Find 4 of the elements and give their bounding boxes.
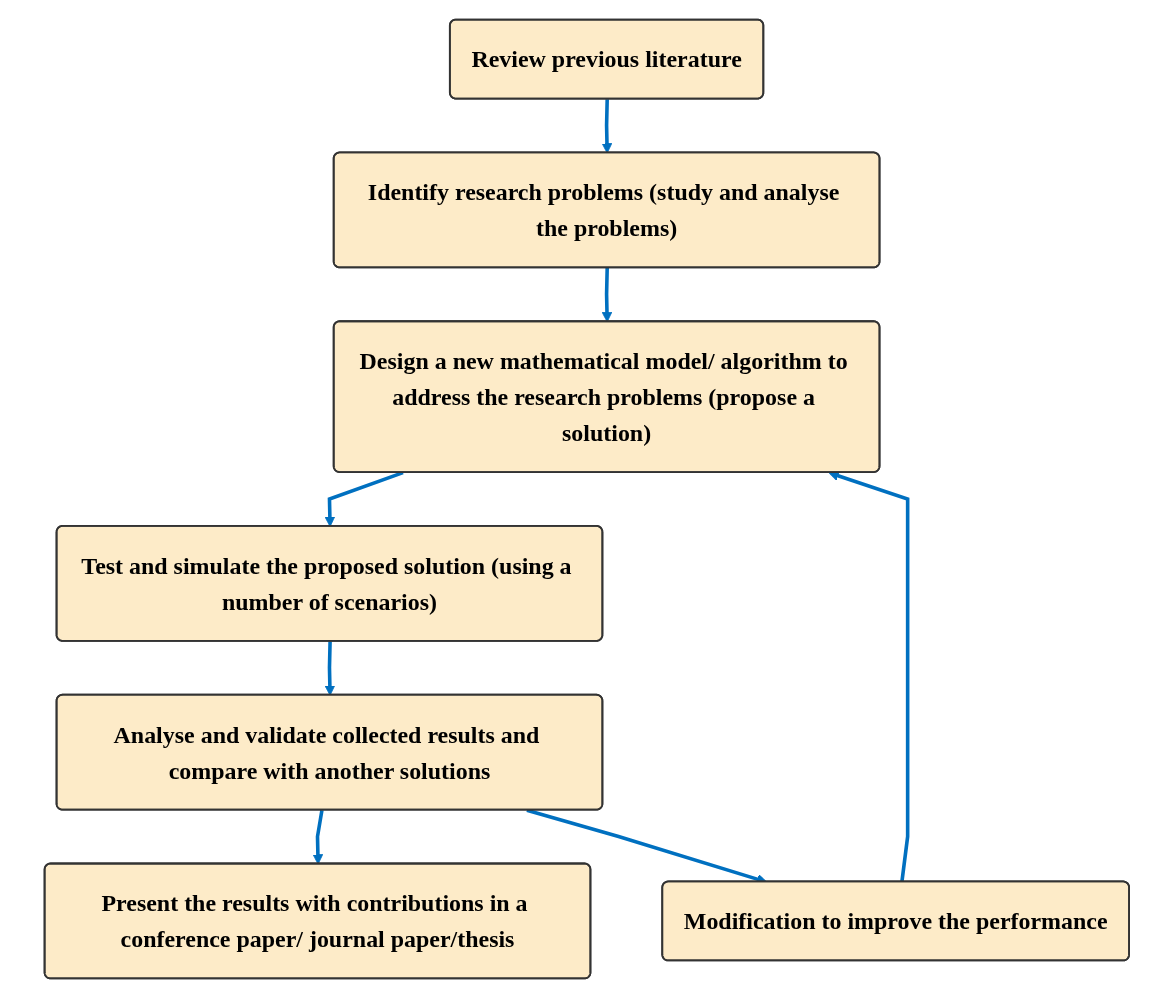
arrow [601,267,613,323]
arrow [601,99,613,154]
arrow [324,641,336,696]
arrow [312,809,324,865]
